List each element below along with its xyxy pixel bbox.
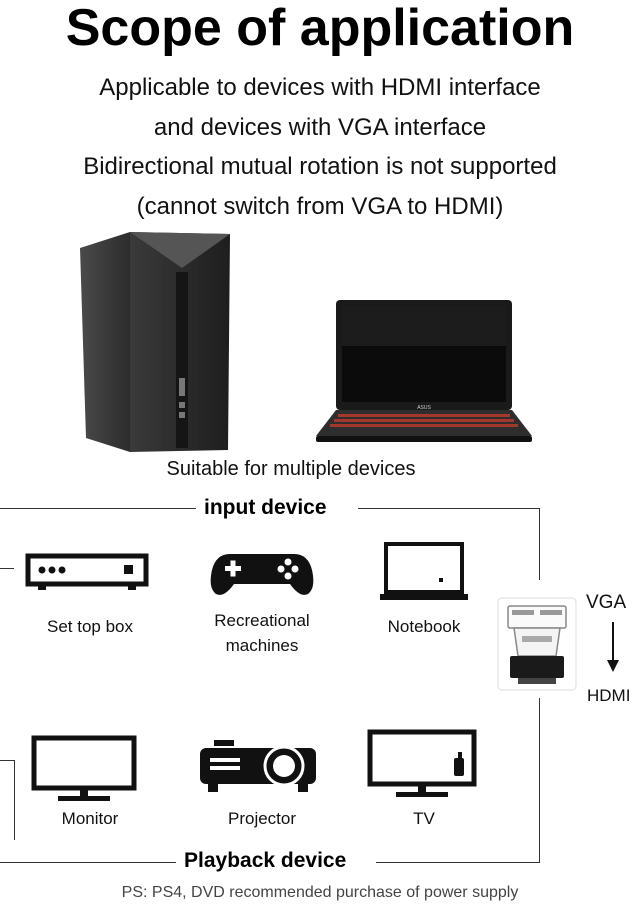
notebook-icon bbox=[380, 542, 468, 600]
adapter-from-label: VGA bbox=[586, 592, 627, 613]
playback-frame-line-bottom-left bbox=[0, 862, 180, 863]
playback-section-title: Playback device bbox=[176, 849, 355, 873]
input-frame-stub bbox=[0, 568, 14, 569]
laptop-image: ASUS bbox=[316, 300, 532, 442]
input-frame-line-right bbox=[358, 508, 540, 509]
gamepad-icon bbox=[210, 554, 314, 595]
adapter-icon bbox=[497, 597, 577, 691]
hero-caption: Suitable for multiple devices bbox=[166, 458, 416, 480]
pc-tower-image bbox=[80, 232, 230, 452]
description-line-4: (cannot switch from VGA to HDMI) bbox=[136, 193, 504, 220]
page-title: Scope of application bbox=[65, 0, 575, 57]
playback-frame-stub bbox=[0, 760, 14, 761]
tv-label: TV bbox=[413, 809, 435, 828]
arrow-down-icon bbox=[607, 622, 619, 672]
set-top-box-icon bbox=[25, 553, 149, 590]
monitor-icon bbox=[31, 735, 137, 801]
playback-frame-line-left bbox=[14, 760, 15, 840]
description-line-2: and devices with VGA interface bbox=[153, 114, 487, 141]
set-top-box-label: Set top box bbox=[46, 617, 133, 636]
projector-label: Projector bbox=[227, 809, 297, 828]
notebook-label: Notebook bbox=[387, 617, 461, 636]
input-frame-line-down bbox=[539, 508, 540, 580]
description-line-3: Bidirectional mutual rotation is not sup… bbox=[83, 153, 557, 180]
description-line-1: Applicable to devices with HDMI interfac… bbox=[99, 74, 541, 101]
adapter-to-label: HDMI bbox=[587, 686, 631, 705]
monitor-label: Monitor bbox=[61, 809, 119, 828]
input-frame-line-left bbox=[0, 508, 196, 509]
tv-icon bbox=[367, 729, 477, 797]
playback-frame-line-bottom-right bbox=[376, 862, 540, 863]
playback-frame-line-right bbox=[539, 698, 540, 862]
projector-icon bbox=[200, 740, 316, 792]
gamepad-label-line-1: Recreational bbox=[214, 611, 310, 630]
input-section-title: input device bbox=[196, 496, 335, 520]
footnote: PS: PS4, DVD recommended purchase of pow… bbox=[121, 884, 519, 901]
laptop-brand: ASUS bbox=[417, 405, 431, 411]
gamepad-label-line-2: machines bbox=[225, 636, 299, 655]
